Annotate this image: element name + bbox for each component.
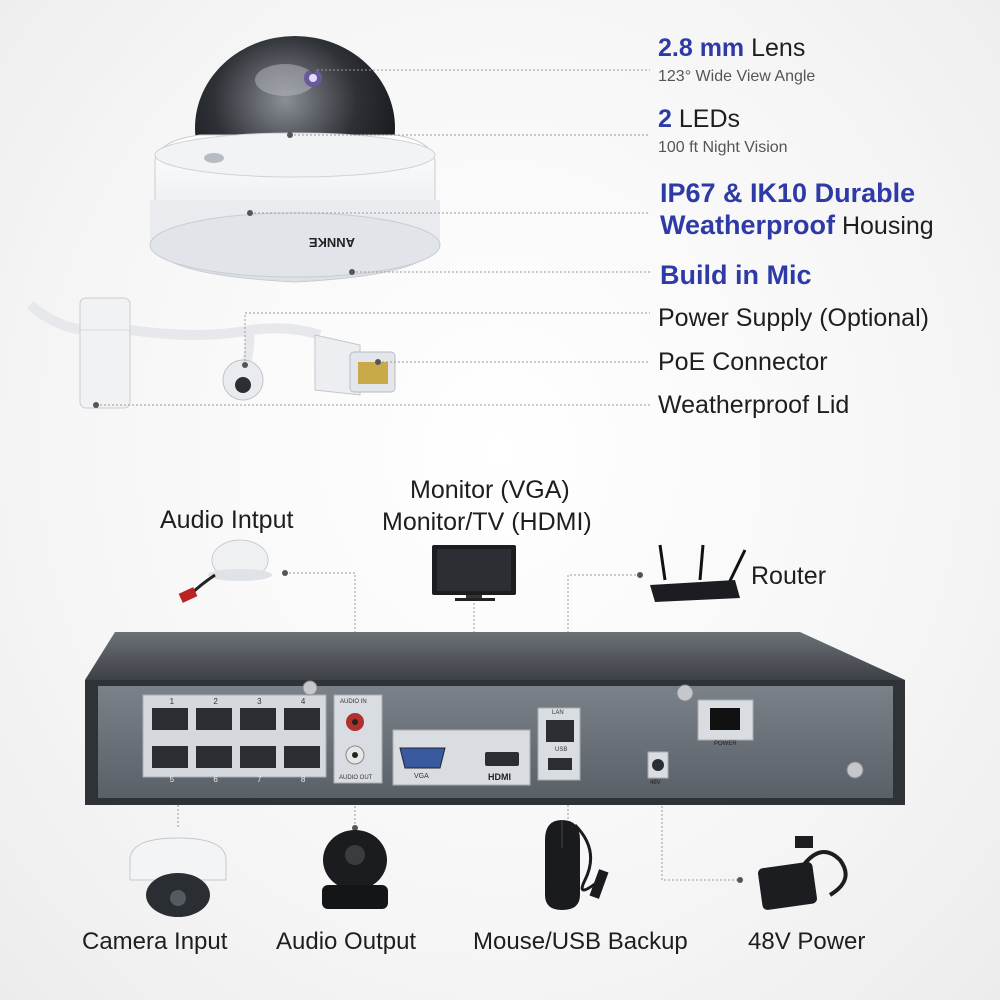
mic-feature: Build in Mic xyxy=(660,260,812,290)
power-adapter-image xyxy=(757,836,848,910)
port-numbers-top: 1 2 3 4 xyxy=(150,697,325,706)
vga-silkscreen: VGA xyxy=(414,773,429,780)
lan-silkscreen: LAN xyxy=(552,710,564,716)
port-numbers-bottom: 5 6 7 8 xyxy=(150,775,325,784)
mouse-usb-label: Mouse/USB Backup xyxy=(473,928,688,955)
housing-feature: Weatherproof Housing xyxy=(660,210,934,241)
power-supply-label: Power Supply (Optional) xyxy=(658,304,929,332)
lens-subtitle: 123° Wide View Angle xyxy=(658,68,816,85)
callout-lines xyxy=(96,69,650,406)
lens-feature: 2.8 mm Lens xyxy=(658,34,805,63)
dome-camera-image: ANNKE xyxy=(149,36,441,283)
dc-silkscreen: 48V xyxy=(650,780,661,786)
mouse-image xyxy=(545,820,609,910)
poe-connector-label: PoE Connector xyxy=(658,348,828,376)
router-image xyxy=(650,544,747,602)
poe-cable-image xyxy=(26,297,396,409)
port-number: 7 xyxy=(257,775,262,784)
audio-in-silkscreen: AUDIO IN xyxy=(340,699,367,705)
callout-dots xyxy=(93,67,381,408)
audio-input-label: Audio Intput xyxy=(160,506,294,534)
leds-value: 2 xyxy=(658,105,672,133)
camera-brand-logo: ANNKE xyxy=(308,235,355,250)
router-label: Router xyxy=(751,562,827,590)
svg-text:ANNKE: ANNKE xyxy=(308,235,355,250)
power-silkscreen: POWER xyxy=(714,741,737,747)
housing-weatherproof: Weatherproof xyxy=(660,210,836,240)
monitor-vga-label: Monitor (VGA) xyxy=(410,476,570,504)
speaker-image xyxy=(322,830,388,909)
camera-input-label: Camera Input xyxy=(82,928,228,955)
microphone-image xyxy=(178,539,272,603)
weatherproof-lid-label: Weatherproof Lid xyxy=(658,391,850,419)
port-number: 3 xyxy=(257,697,262,706)
lens-label: Lens xyxy=(751,34,806,62)
usb-silkscreen: USB xyxy=(555,747,568,753)
port-number: 1 xyxy=(169,697,175,706)
leds-label: LEDs xyxy=(678,105,740,133)
leds-feature: 2 LEDs xyxy=(658,105,740,134)
hdmi-silkscreen: HDMI xyxy=(488,772,511,782)
lens-value: 2.8 mm xyxy=(658,34,745,62)
leds-subtitle: 100 ft Night Vision xyxy=(658,139,788,156)
audio-output-label: Audio Output xyxy=(276,928,417,955)
power-label: 48V Power xyxy=(748,928,866,955)
port-number: 4 xyxy=(300,697,306,706)
housing-rating: IP67 & IK10 Durable xyxy=(660,178,916,208)
port-number: 5 xyxy=(169,775,175,784)
nvr-recorder-image xyxy=(85,632,905,805)
port-number: 6 xyxy=(213,775,218,784)
monitor-image xyxy=(432,545,516,601)
port-number: 2 xyxy=(213,697,218,706)
poe-ports xyxy=(152,708,320,768)
audio-out-silkscreen: AUDIO OUT xyxy=(339,775,373,781)
housing-label: Housing xyxy=(841,212,934,240)
port-number: 8 xyxy=(300,775,306,784)
camera-input-image xyxy=(129,837,227,917)
monitor-hdmi-label: Monitor/TV (HDMI) xyxy=(382,508,592,536)
